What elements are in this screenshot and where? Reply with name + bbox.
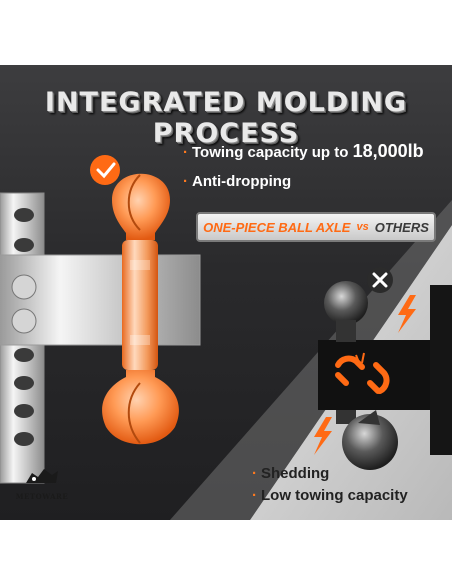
feature-text: Towing capacity up to	[192, 144, 353, 161]
lightning-icon	[314, 417, 332, 455]
negative-shedding: ·Shedding	[252, 465, 330, 482]
feature-towing-capacity: ·Towing capacity up to 18,000lb	[183, 141, 424, 161]
negative-text: Low towing capacity	[261, 487, 408, 504]
cross-circle-icon	[367, 267, 393, 293]
product-banner: INTEGRATED MOLDING PROCESS ·Towing capac…	[0, 65, 452, 520]
brand-logo: METOWARE	[12, 465, 72, 501]
hitch-receiver	[0, 192, 201, 484]
comparison-right: OTHERS	[374, 219, 429, 235]
feature-highlight: 18,000lb	[352, 141, 424, 161]
comparison-vs: vs	[356, 221, 369, 233]
brand-name: METOWARE	[15, 492, 69, 501]
negative-text: Shedding	[261, 465, 330, 482]
feature-text: Anti-dropping	[192, 173, 292, 190]
check-circle-icon	[90, 155, 120, 185]
page-title: INTEGRATED MOLDING PROCESS	[44, 87, 408, 149]
comparison-badge: ONE-PIECE BALL AXLE vs OTHERS	[196, 212, 436, 242]
light-panel-shape	[0, 155, 452, 520]
broken-chain-icon	[335, 352, 390, 394]
feature-anti-dropping: ·Anti-dropping	[183, 173, 292, 190]
bull-logo-icon	[26, 469, 58, 483]
negative-low-capacity: ·Low towing capacity	[252, 487, 408, 504]
comparison-left: ONE-PIECE BALL AXLE	[203, 219, 351, 235]
one-piece-ball-axle	[102, 173, 179, 445]
lightning-icon	[398, 295, 416, 333]
